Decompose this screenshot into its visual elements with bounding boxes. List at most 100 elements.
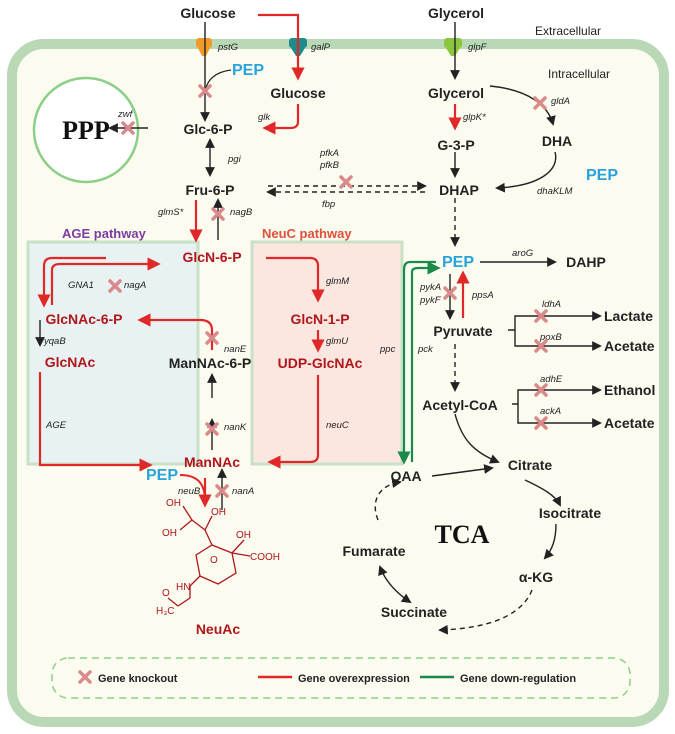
gene-glpF: glpF bbox=[468, 42, 488, 53]
knockout-nagb-icon bbox=[211, 207, 225, 221]
svg-text:O: O bbox=[210, 555, 218, 566]
gene-gldA: gldA bbox=[551, 96, 570, 107]
intracellular-label: Intracellular bbox=[548, 67, 610, 81]
akg: α-KG bbox=[519, 569, 553, 585]
neuac: NeuAc bbox=[196, 621, 241, 637]
gene-pck: pck bbox=[417, 344, 434, 355]
pep-neub: PEP bbox=[146, 467, 178, 484]
udpglcnac: UDP-GlcNAc bbox=[278, 355, 363, 371]
gene-ackA: ackA bbox=[540, 406, 561, 417]
gene-yqaB: yqaB bbox=[43, 336, 66, 347]
gene-adhE: adhE bbox=[540, 374, 563, 385]
gene-glk: glk bbox=[258, 112, 271, 123]
overexpression-reactions bbox=[37, 13, 470, 508]
gene-ppc: ppc bbox=[379, 344, 396, 355]
svg-text:COOH: COOH bbox=[250, 552, 280, 563]
glc6p: Glc-6-P bbox=[183, 121, 232, 137]
g3p: G-3-P bbox=[437, 137, 474, 153]
fru6p: Fru-6-P bbox=[186, 182, 235, 198]
succinate: Succinate bbox=[381, 604, 447, 620]
glycerol-int: Glycerol bbox=[428, 85, 484, 101]
tca-label: TCA bbox=[435, 520, 490, 549]
mannac6p: ManNAc-6-P bbox=[169, 355, 251, 371]
gene-nanK: nanK bbox=[224, 422, 247, 433]
citrate: Citrate bbox=[508, 457, 553, 473]
knockout-nank-icon bbox=[205, 422, 219, 436]
gene-ldhA: ldhA bbox=[542, 299, 561, 310]
legend-box bbox=[51, 657, 631, 699]
svg-text:HN: HN bbox=[176, 582, 190, 593]
age-pathway-box bbox=[26, 240, 200, 466]
pep-neub-arrow bbox=[179, 474, 206, 499]
mannac: ManNAc bbox=[184, 454, 240, 470]
legend-overexpression-label: Gene overexpression bbox=[298, 673, 410, 685]
acetate-1: Acetate bbox=[604, 338, 655, 354]
gene-glmM: glmM bbox=[326, 276, 349, 287]
dahp: DAHP bbox=[566, 254, 606, 270]
gene-AGE: AGE bbox=[45, 420, 67, 431]
gene-neuC: neuC bbox=[326, 420, 349, 431]
ppp-circle bbox=[32, 76, 140, 184]
gene-aroG: aroG bbox=[512, 248, 533, 259]
neuc-pathway-title: NeuC pathway bbox=[262, 226, 352, 241]
gene-glpK: glpK* bbox=[463, 112, 486, 123]
knockout-glda-icon bbox=[533, 96, 547, 110]
glucose-int: Glucose bbox=[270, 85, 325, 101]
gene-neuB: neuB bbox=[178, 486, 201, 497]
pstg-transporter-icon bbox=[196, 38, 212, 56]
gene-GNA1: GNA1 bbox=[68, 280, 94, 291]
knockout-acka-icon bbox=[534, 416, 548, 430]
neuac-structure-icon bbox=[167, 505, 251, 607]
gene-nagB: nagB bbox=[230, 207, 253, 218]
gene-zwf: zwf bbox=[117, 109, 134, 120]
isocitrate: Isocitrate bbox=[539, 505, 601, 521]
pyruvate: Pyruvate bbox=[433, 323, 492, 339]
lactate: Lactate bbox=[604, 308, 653, 324]
gene-pykF: pykF bbox=[419, 295, 442, 306]
glcnac6p: GlcNAc-6-P bbox=[45, 311, 122, 327]
glcn6p: GlcN-6-P bbox=[182, 249, 241, 265]
gene-ppsA: ppsA bbox=[471, 290, 494, 301]
gene-nagA: nagA bbox=[124, 280, 146, 291]
gene-galP: galP bbox=[311, 42, 331, 53]
acetate-2: Acetate bbox=[604, 415, 655, 431]
gene-pfkA: pfkA bbox=[319, 148, 339, 159]
knockout-marks bbox=[108, 84, 548, 498]
knockout-naga-icon bbox=[108, 279, 122, 293]
gene-poxB: poxB bbox=[539, 332, 562, 343]
svg-text:H₃C: H₃C bbox=[156, 606, 175, 617]
fumarate: Fumarate bbox=[342, 543, 405, 559]
knockout-pfk-icon bbox=[339, 175, 353, 189]
neuc-pathway-box bbox=[250, 240, 404, 466]
neuac-structure-labels: OH OH OH OH COOH HN O O H₃C bbox=[156, 498, 280, 617]
svg-text:OH: OH bbox=[162, 528, 177, 539]
glpf-transporter-icon bbox=[444, 38, 462, 56]
gene-nanE: nanE bbox=[224, 344, 247, 355]
dhap: DHAP bbox=[439, 182, 479, 198]
svg-text:OH: OH bbox=[236, 530, 251, 541]
downregulation-reactions bbox=[397, 260, 441, 465]
knockout-nana-icon bbox=[215, 484, 229, 498]
knockout-adhe-icon bbox=[534, 383, 548, 397]
legend-downregulation-label: Gene down-regulation bbox=[460, 673, 576, 685]
knockout-poxb-icon bbox=[534, 339, 548, 353]
pep-pts-arrow bbox=[205, 69, 232, 89]
gene-pfkB: pfkB bbox=[319, 160, 340, 171]
glucose-ext: Glucose bbox=[180, 5, 235, 21]
gene-glmS: glmS* bbox=[158, 207, 184, 218]
gene-pstG: pstG bbox=[217, 42, 238, 53]
glcnac: GlcNAc bbox=[45, 354, 96, 370]
legend-knockout-label: Gene knockout bbox=[98, 673, 178, 685]
gene-pgi: pgi bbox=[227, 154, 242, 165]
gene-nanA: nanA bbox=[232, 486, 254, 497]
knockout-zwf-icon bbox=[121, 121, 135, 135]
gene-pykA: pykA bbox=[419, 282, 441, 293]
legend-knockout-icon bbox=[78, 670, 92, 684]
glcn1p: GlcN-1-P bbox=[290, 311, 349, 327]
pep-dha: PEP bbox=[586, 167, 618, 184]
extracellular-label: Extracellular bbox=[535, 24, 601, 38]
knockout-nane-icon bbox=[205, 331, 219, 345]
pep-main: PEP bbox=[442, 254, 474, 271]
svg-text:OH: OH bbox=[211, 507, 226, 518]
